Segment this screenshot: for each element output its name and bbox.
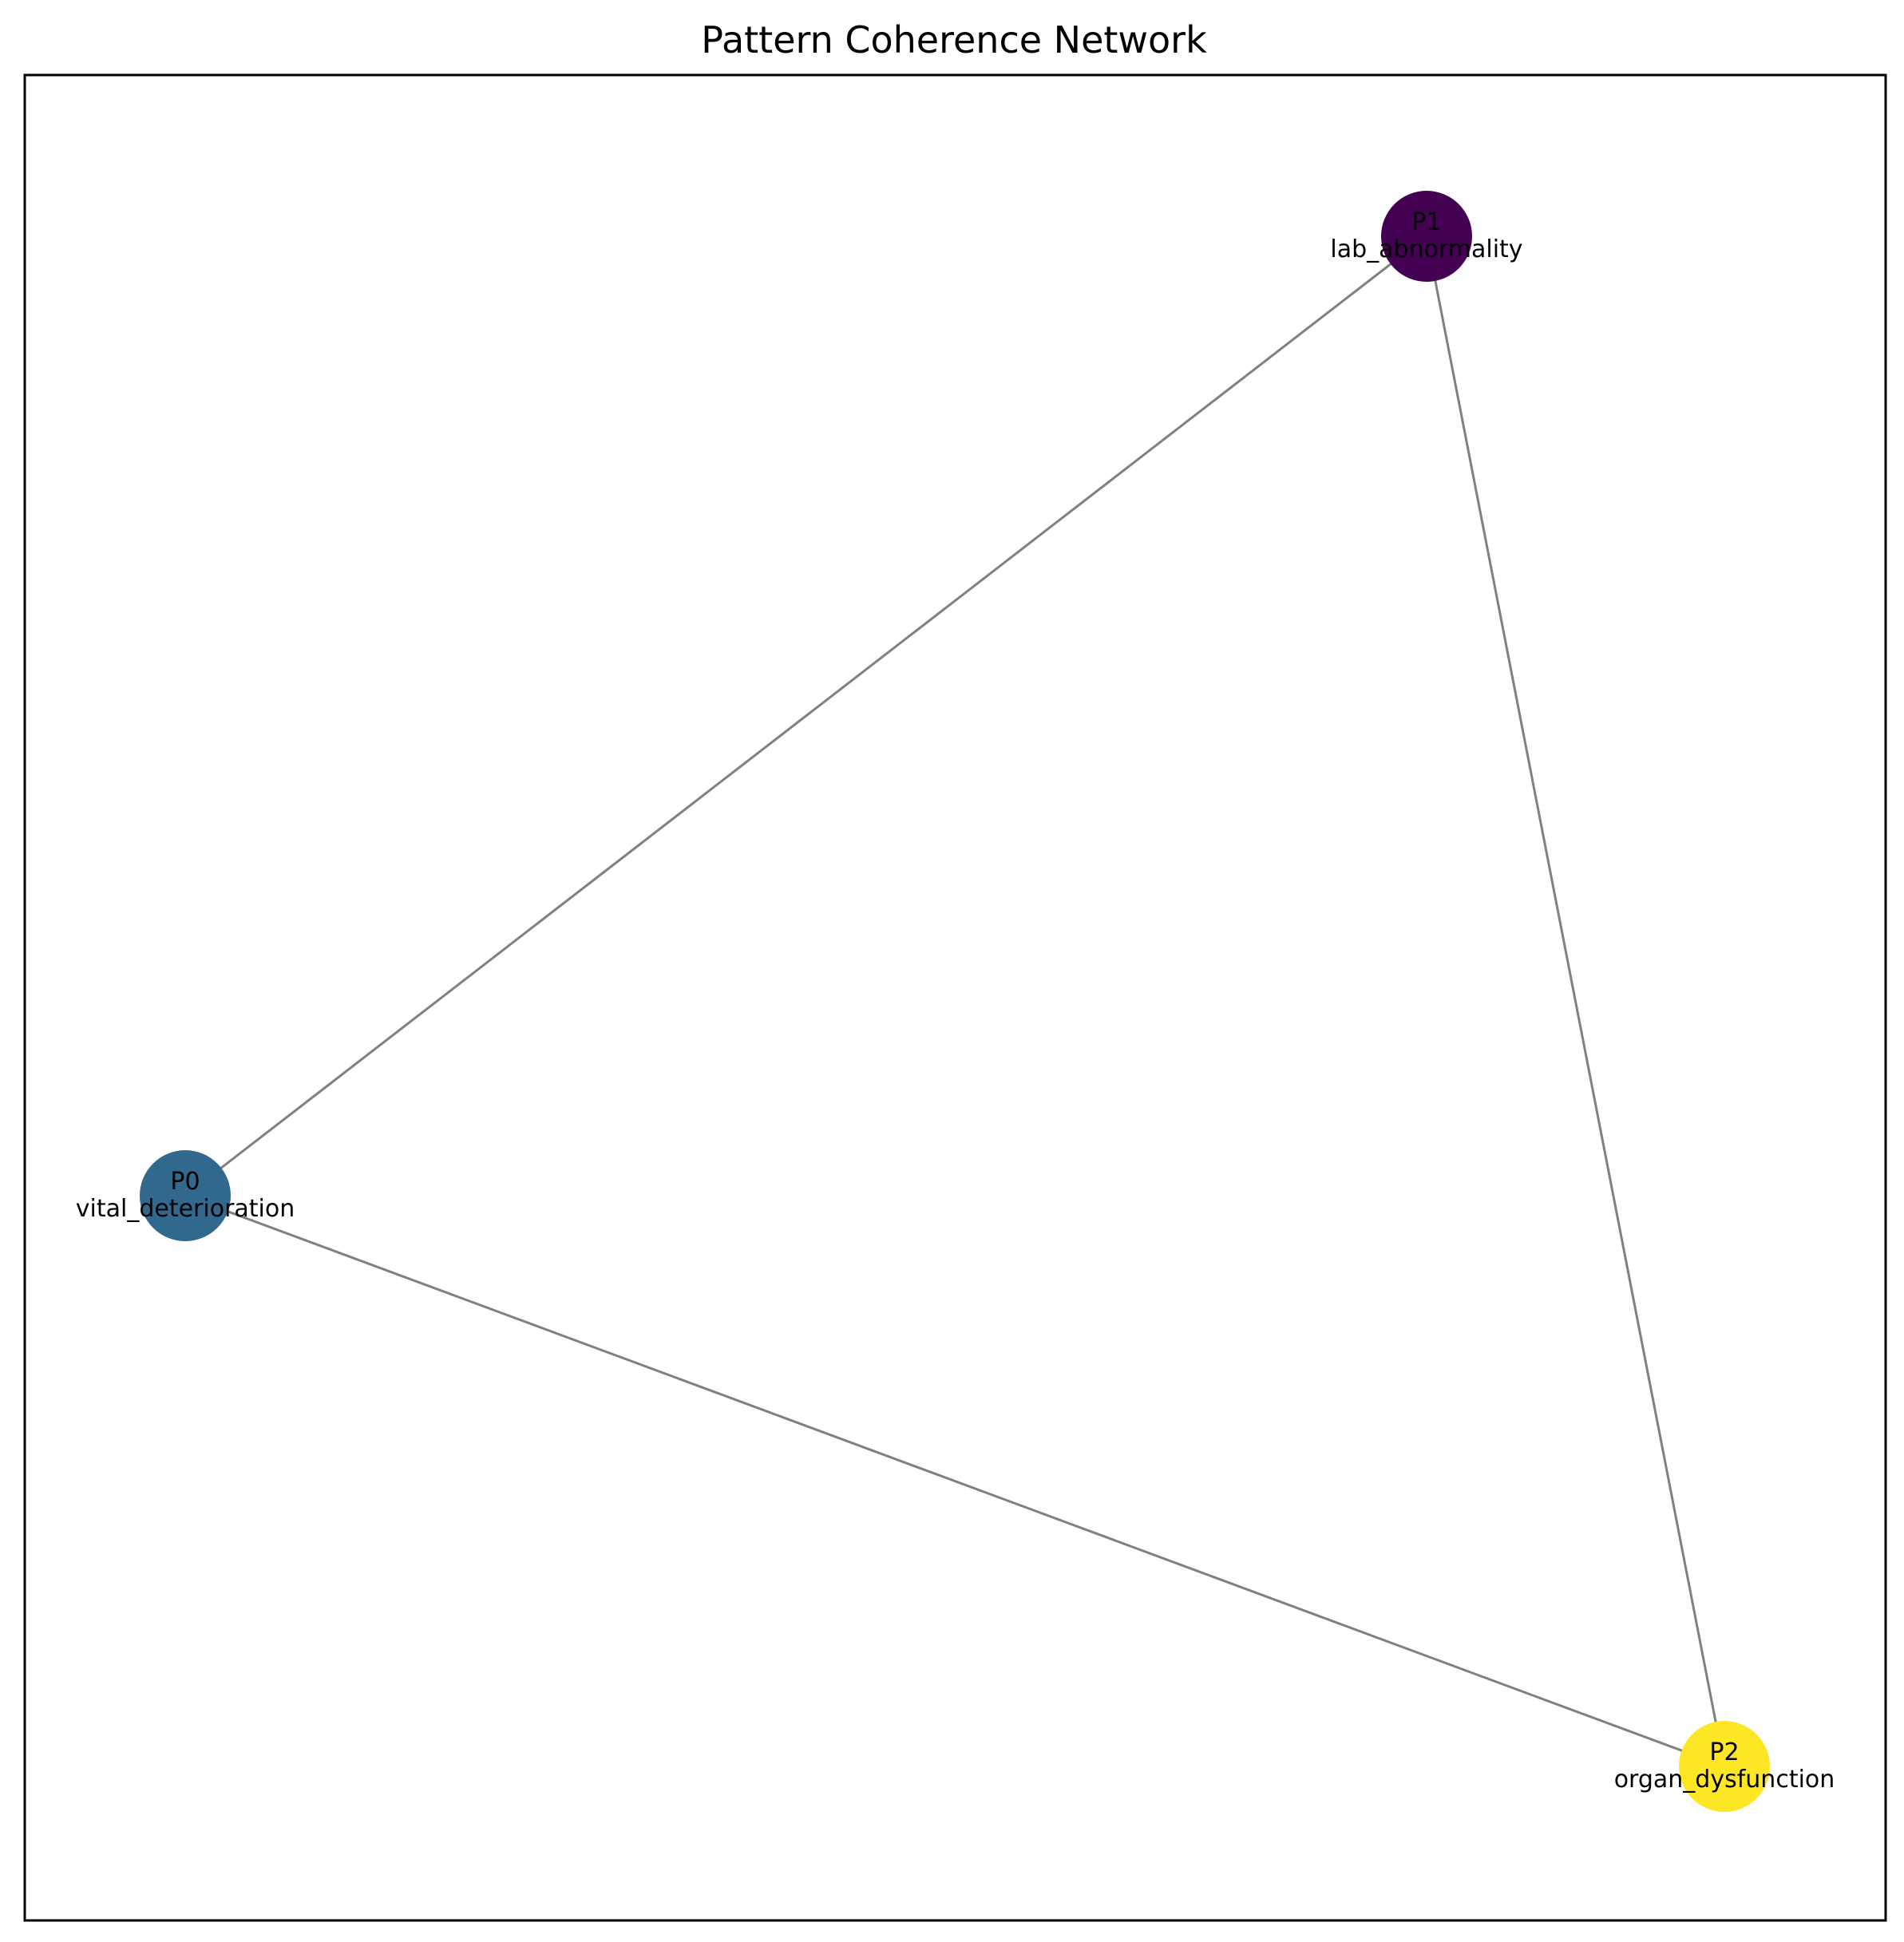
node-circle-p1 [1381, 191, 1472, 282]
edge-p1-p2 [1425, 235, 1726, 1767]
node-name-label: lab_abnormality [1330, 235, 1522, 263]
node-circle-p2 [1679, 1721, 1770, 1812]
edge-p0-p2 [184, 1194, 1725, 1768]
node-name-label: organ_dysfunction [1614, 1766, 1835, 1794]
diagram-title: Pattern Coherence Network [701, 18, 1207, 61]
edge-p0-p1 [184, 235, 1427, 1197]
edges-layer [184, 235, 1726, 1768]
node-circle-p0 [140, 1150, 231, 1241]
node-id-label: P2 [1709, 1738, 1739, 1766]
node-id-label: P1 [1411, 208, 1441, 236]
node-name-label: vital_deterioration [76, 1195, 295, 1223]
plot-frame [23, 73, 1887, 1922]
node-id-label: P0 [170, 1168, 200, 1196]
